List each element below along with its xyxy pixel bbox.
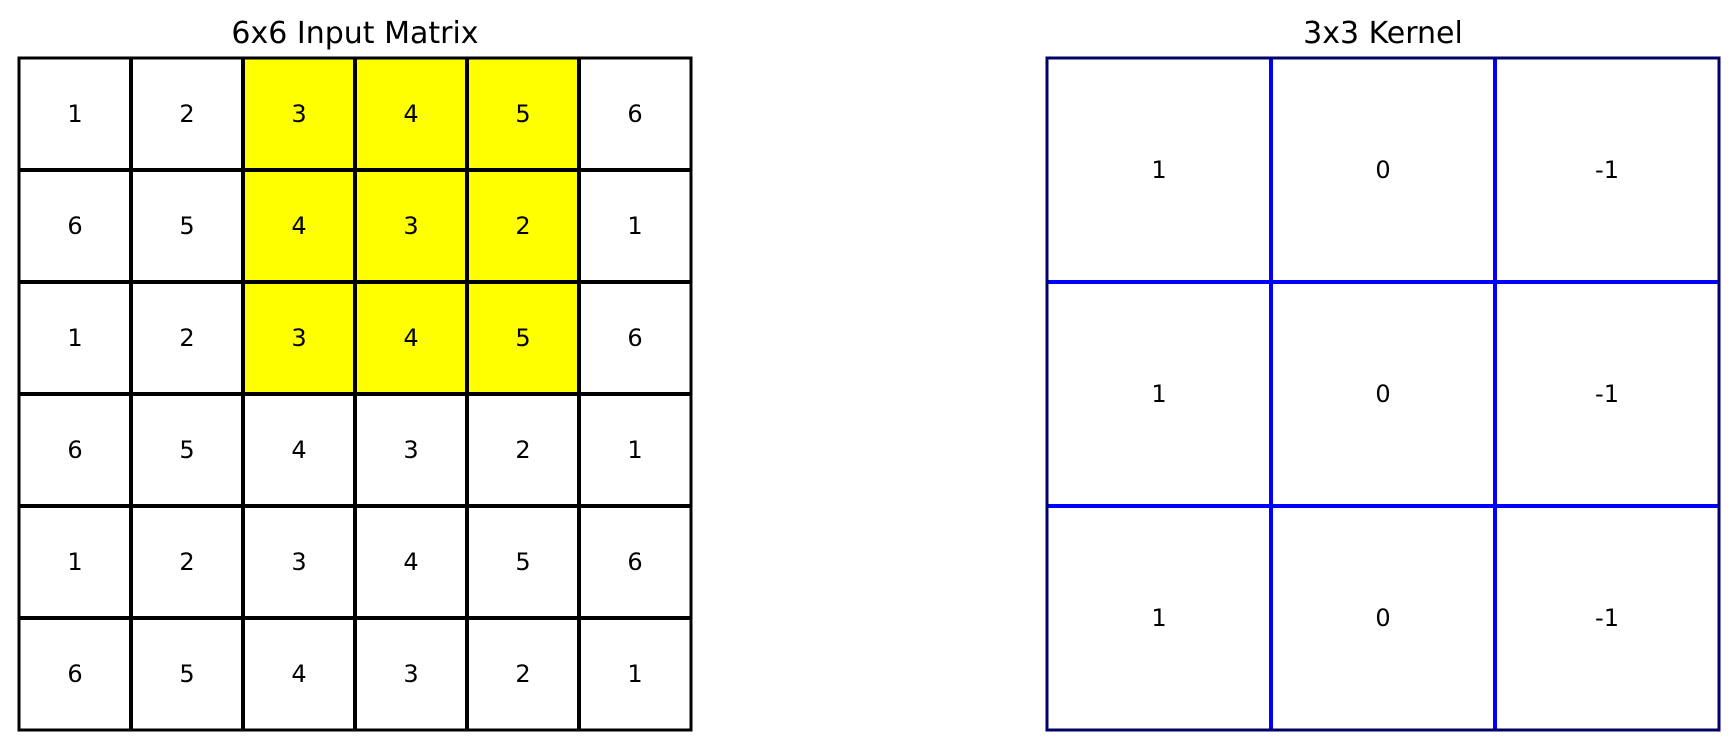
highlight-cell <box>467 170 579 282</box>
cell-value: 1 <box>67 324 82 352</box>
cell-value: 6 <box>627 548 642 576</box>
cell-value: 0 <box>1375 156 1390 184</box>
highlight-cell <box>243 170 355 282</box>
highlight-cell <box>243 58 355 170</box>
highlight-cell <box>355 170 467 282</box>
input-matrix-title: 6x6 Input Matrix <box>231 16 478 51</box>
highlight-cell <box>355 58 467 170</box>
cell-value: 3 <box>291 324 306 352</box>
cell-value: 3 <box>403 436 418 464</box>
cell-value: 2 <box>515 660 530 688</box>
highlight-cell <box>355 282 467 394</box>
highlight-cell <box>243 282 355 394</box>
kernel-panel: 3x3 Kernel 1 0 -1 1 0 -1 1 0 -1 <box>1045 16 1721 732</box>
cell-value: 4 <box>291 212 306 240</box>
input-matrix-panel: 6x6 Input Matrix 1 2 3 4 5 6 6 5 4 3 2 1 1 2 3 4 5 6 6 5 4 3 2… <box>17 16 693 732</box>
cell-value: 1 <box>627 660 642 688</box>
cell-value: 3 <box>291 548 306 576</box>
cell-value: 5 <box>515 548 530 576</box>
cell-value: 2 <box>179 548 194 576</box>
cell-value: 6 <box>67 212 82 240</box>
cell-value: 1 <box>67 548 82 576</box>
kernel-grid <box>1045 56 1721 732</box>
cell-value: 2 <box>179 100 194 128</box>
cell-value: 4 <box>403 548 418 576</box>
input-matrix-values: 1 2 3 4 5 6 6 5 4 3 2 1 1 2 3 4 5 6 6 5 4 3 2 1 1 2 3 4 5 6 6 5 4 3 2 1 <box>67 100 642 688</box>
cell-value: 2 <box>515 436 530 464</box>
cell-value: 4 <box>291 436 306 464</box>
cell-value: 4 <box>403 324 418 352</box>
cell-value: 5 <box>179 436 194 464</box>
cell-value: 1 <box>627 436 642 464</box>
cell-value: 2 <box>515 212 530 240</box>
cell-value: 6 <box>627 100 642 128</box>
cell-value: -1 <box>1595 156 1619 184</box>
cell-value: -1 <box>1595 380 1619 408</box>
cell-value: 4 <box>291 660 306 688</box>
cell-value: 0 <box>1375 604 1390 632</box>
cell-value: 2 <box>179 324 194 352</box>
grid-border <box>1045 56 1721 732</box>
cell-value: 0 <box>1375 380 1390 408</box>
cell-value: 5 <box>515 100 530 128</box>
cell-value: 5 <box>179 660 194 688</box>
cell-value: 1 <box>1151 604 1166 632</box>
highlight-cell <box>467 58 579 170</box>
input-matrix-cells <box>243 58 579 394</box>
cell-value: 3 <box>403 212 418 240</box>
grid-border <box>17 56 693 732</box>
cell-value: 5 <box>515 324 530 352</box>
cell-value: 4 <box>403 100 418 128</box>
cell-value: 6 <box>67 436 82 464</box>
highlight-cell <box>467 282 579 394</box>
cell-value: 5 <box>179 212 194 240</box>
cell-value: 6 <box>67 660 82 688</box>
input-matrix-grid <box>17 56 693 732</box>
cell-value: 1 <box>67 100 82 128</box>
cell-value: 6 <box>627 324 642 352</box>
cell-value: 3 <box>291 100 306 128</box>
cell-value: -1 <box>1595 604 1619 632</box>
kernel-values: 1 0 -1 1 0 -1 1 0 -1 <box>1151 156 1619 632</box>
cell-value: 1 <box>1151 380 1166 408</box>
cell-value: 1 <box>627 212 642 240</box>
kernel-title: 3x3 Kernel <box>1303 16 1463 51</box>
cell-value: 3 <box>403 660 418 688</box>
cell-value: 1 <box>1151 156 1166 184</box>
